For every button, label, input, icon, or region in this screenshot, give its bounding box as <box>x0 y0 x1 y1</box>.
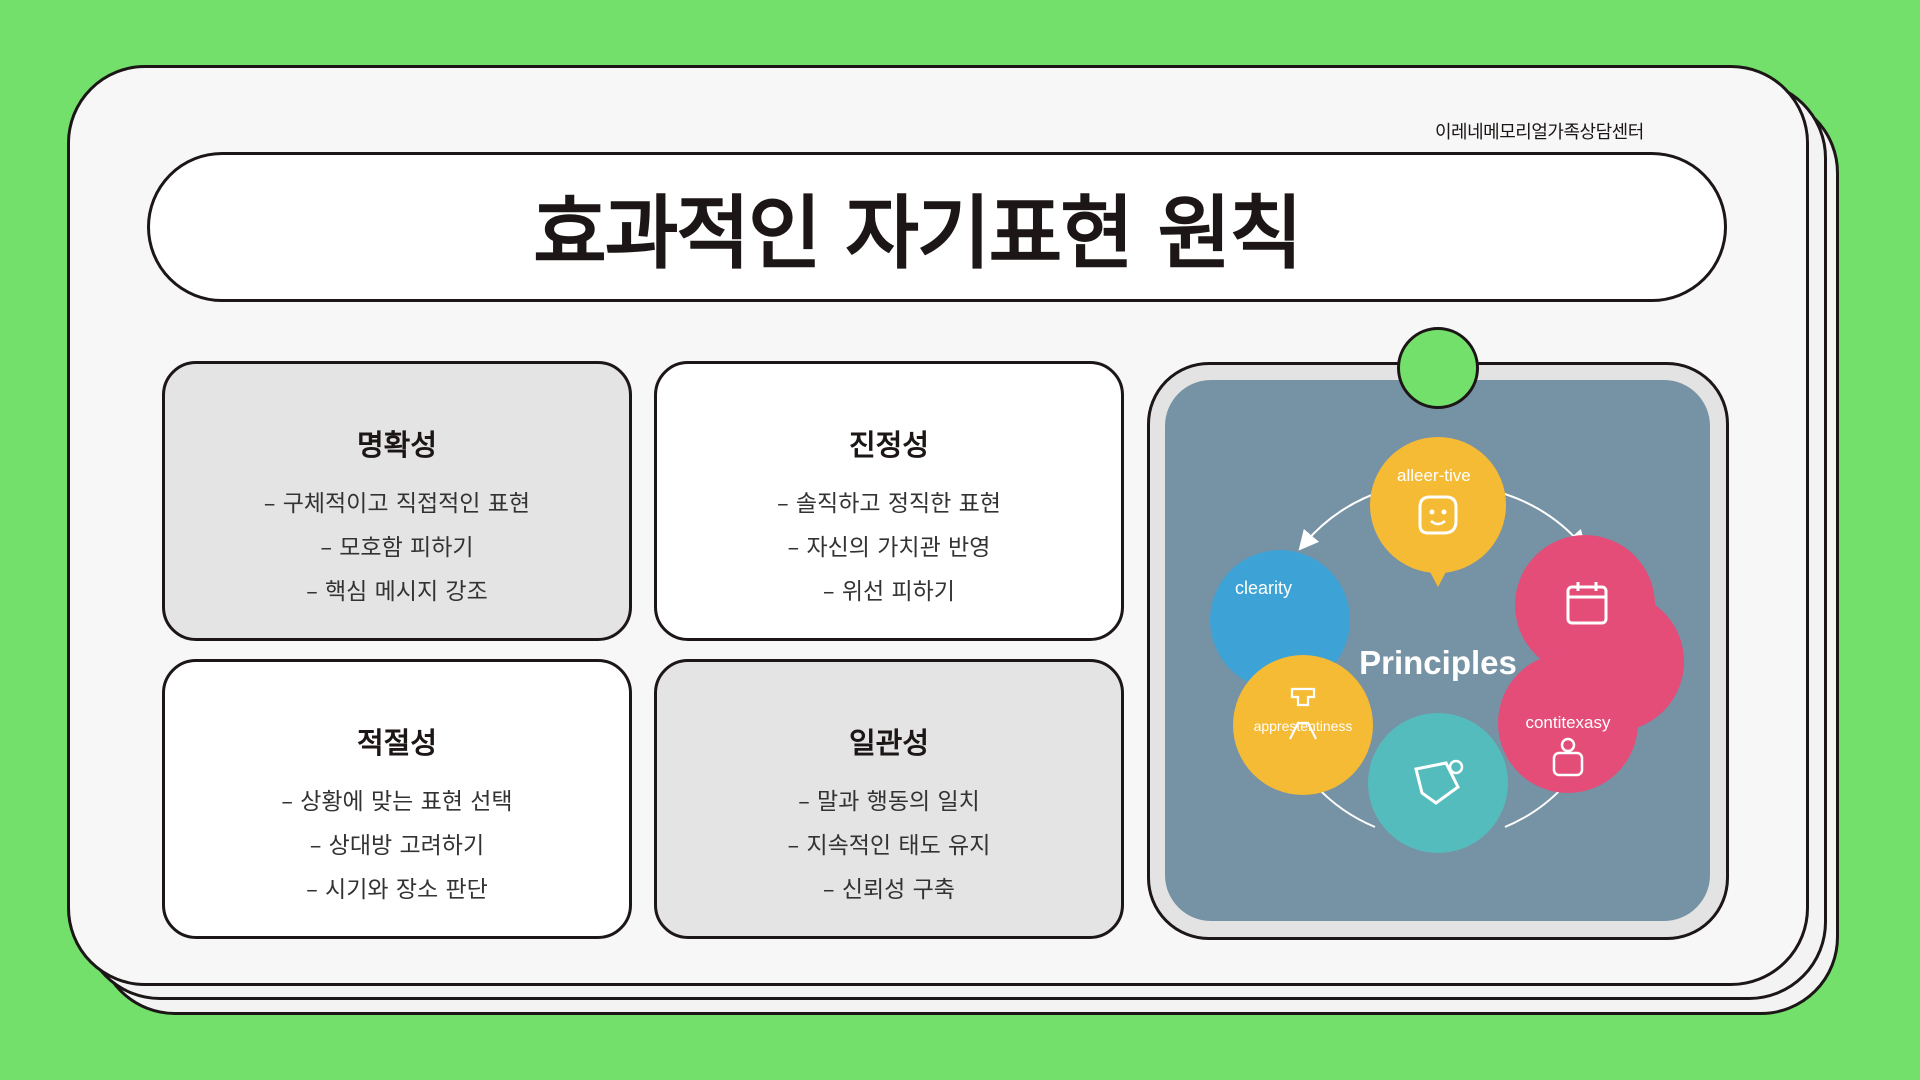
bubble-alleer-tive: alleer-tive <box>1370 437 1506 587</box>
title-banner: 효과적인 자기표현 원칙 <box>147 152 1727 302</box>
card-item: – 핵심 메시지 강조 <box>306 579 488 605</box>
bubble-document-gear <box>1368 713 1508 853</box>
principle-card-authenticity: 진정성 – 솔직하고 정직한 표현 – 자신의 가치관 반영 – 위선 피하기 <box>654 361 1124 641</box>
principle-card-clarity: 명확성 – 구체적이고 직접적인 표현 – 모호함 피하기 – 핵심 메시지 강… <box>162 361 632 641</box>
bubble-label: clearity <box>1235 578 1292 598</box>
calendar-icon <box>1566 582 1608 625</box>
person-icon <box>1552 737 1584 777</box>
card-title: 적절성 <box>356 726 438 760</box>
card-item: – 신뢰성 구축 <box>823 877 955 903</box>
bubble-apprestentiness: apprestentiness <box>1233 655 1373 795</box>
bubble-label: alleer-tive <box>1397 466 1471 485</box>
card-item: – 모호함 피하기 <box>320 535 474 561</box>
card-title: 일관성 <box>848 726 930 760</box>
card-title: 명확성 <box>356 428 438 462</box>
bubble-label: apprestentiness <box>1254 718 1353 734</box>
figure-icon <box>1289 687 1317 740</box>
card-title: 진정성 <box>848 428 930 462</box>
principle-card-consistency: 일관성 – 말과 행동의 일치 – 지속적인 태도 유지 – 신뢰성 구축 <box>654 659 1124 939</box>
card-item: – 지속적인 태도 유지 <box>787 833 991 859</box>
card-item: – 상대방 고려하기 <box>309 833 485 859</box>
card-item: – 자신의 가치관 반영 <box>787 535 991 561</box>
card-item-list: – 상황에 맞는 표현 선택 – 상대방 고려하기 – 시기와 장소 판단 <box>281 780 512 912</box>
face-icon <box>1418 495 1458 535</box>
bubble-label: contitexasy <box>1525 713 1611 732</box>
card-item-list: – 구체적이고 직접적인 표현 – 모호함 피하기 – 핵심 메시지 강조 <box>264 482 530 614</box>
page-title: 효과적인 자기표현 원칙 <box>533 187 1303 280</box>
organization-name: 이레네메모리얼가족상담센터 <box>1435 122 1644 143</box>
card-item: – 구체적이고 직접적인 표현 <box>263 491 531 517</box>
center-label: Principles <box>1359 644 1517 681</box>
card-item: – 상황에 맞는 표현 선택 <box>281 789 513 815</box>
card-item: – 말과 행동의 일치 <box>798 789 980 815</box>
principle-card-appropriateness: 적절성 – 상황에 맞는 표현 선택 – 상대방 고려하기 – 시기와 장소 판… <box>162 659 632 939</box>
bubble-contitexasy: contitexasy <box>1498 653 1638 793</box>
document-gear-icon <box>1414 759 1464 805</box>
card-item-list: – 솔직하고 정직한 표현 – 자신의 가치관 반영 – 위선 피하기 <box>777 482 1001 614</box>
pin-dot <box>1397 327 1479 409</box>
card-item-list: – 말과 행동의 일치 – 지속적인 태도 유지 – 신뢰성 구축 <box>788 780 991 912</box>
card-item: – 솔직하고 정직한 표현 <box>777 491 1001 517</box>
card-item: – 위선 피하기 <box>823 579 955 605</box>
principles-illustration: clearity alleer-tive <box>1147 362 1729 940</box>
card-item: – 시기와 장소 판단 <box>306 877 488 903</box>
bubble-clearity: clearity <box>1210 550 1350 690</box>
